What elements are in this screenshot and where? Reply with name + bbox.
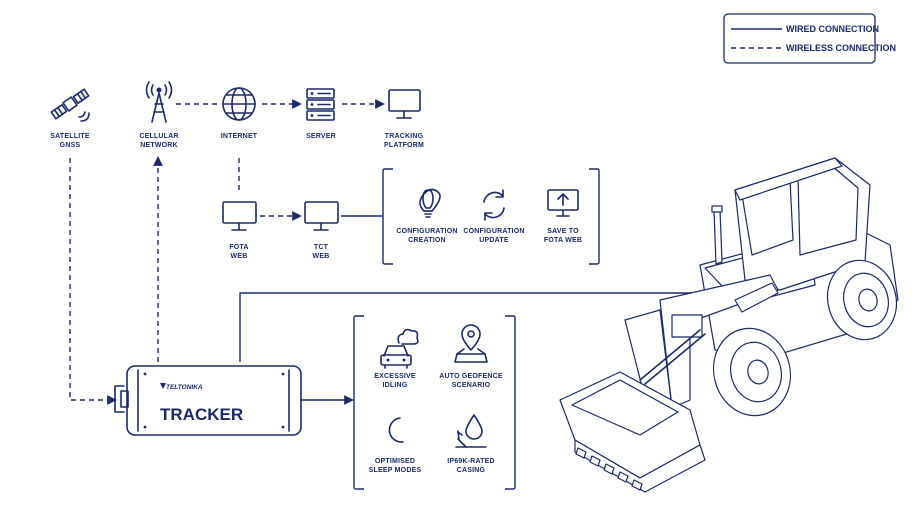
sleep-modes-feature: OPTIMISED SLEEP MODES <box>369 417 422 474</box>
server-icon <box>306 88 335 121</box>
excessive-idling-label-2: IDLING <box>383 382 408 389</box>
refresh-icon <box>483 189 505 221</box>
satellite-icon <box>50 88 90 120</box>
server-node: SERVER <box>306 88 336 140</box>
globe-icon <box>222 87 256 121</box>
upload-icon <box>547 189 579 217</box>
sleep-modes-label-2: SLEEP MODES <box>369 467 422 474</box>
config-update-label-2: UPDATE <box>479 237 509 244</box>
save-fota-feature: SAVE TO FOTA WEB <box>544 189 582 244</box>
satellite-node: SATELLITE GNSS <box>50 88 90 149</box>
internet-label: INTERNET <box>221 133 258 140</box>
map-pin-icon <box>454 324 488 363</box>
config-creation-feature: CONFIGURATION CREATION <box>396 188 457 244</box>
tracking-label-1: TRACKING <box>385 133 424 140</box>
sleep-modes-label-1: OPTIMISED <box>375 458 415 465</box>
wired-legend-label: WIRED CONNECTION <box>786 24 879 34</box>
fota-node: FOTA WEB <box>222 201 257 260</box>
tracker-device: TELTONIKA TRACKER <box>114 365 302 436</box>
fota-label-1: FOTA <box>229 244 248 251</box>
gnss-to-tracker-link <box>69 158 117 405</box>
car-smoke-icon <box>380 328 419 369</box>
config-creation-label-2: CREATION <box>408 237 446 244</box>
fota-label-2: WEB <box>231 253 248 260</box>
save-fota-label-1: SAVE TO <box>547 228 579 235</box>
config-feature-group: CONFIGURATION CREATION CONFIGURATION UPD… <box>382 168 600 265</box>
auto-geofence-label-2: SCENARIO <box>452 382 491 389</box>
auto-geofence-label-1: AUTO GEOFENCE <box>439 373 503 380</box>
monitor-icon <box>388 89 421 119</box>
tracker-brand: TELTONIKA <box>166 384 203 391</box>
tct-label-1: TCT <box>314 244 329 251</box>
tct-label-2: WEB <box>313 253 330 260</box>
tracker-feature-group: EXCESSIVE IDLING AUTO GEOFENCE SCENARIO … <box>353 315 516 490</box>
moon-icon <box>388 417 404 443</box>
teltonika-logo-icon <box>160 383 166 389</box>
wheel-loader-illustration <box>559 157 899 493</box>
lightbulb-icon <box>419 188 441 218</box>
cellular-label-2: NETWORK <box>140 142 178 149</box>
tct-node: TCT WEB <box>304 201 339 260</box>
satellite-label-1: SATELLITE <box>50 133 90 140</box>
config-update-feature: CONFIGURATION UPDATE <box>463 189 524 244</box>
cellular-label-1: CELLULAR <box>139 133 178 140</box>
monitor-icon <box>304 201 339 231</box>
excessive-idling-feature: EXCESSIVE IDLING <box>374 328 419 389</box>
tracking-node: TRACKING PLATFORM <box>384 89 424 149</box>
save-fota-label-2: FOTA WEB <box>544 237 582 244</box>
monitor-icon <box>222 201 257 231</box>
wireless-legend-label: WIRELESS CONNECTION <box>786 43 896 53</box>
auto-geofence-feature: AUTO GEOFENCE SCENARIO <box>439 324 503 389</box>
legend: WIRED CONNECTION WIRELESS CONNECTION <box>723 13 896 64</box>
server-label: SERVER <box>306 133 336 140</box>
tracker-name: TRACKER <box>160 405 243 424</box>
tracking-label-2: PLATFORM <box>384 142 424 149</box>
config-update-label-1: CONFIGURATION <box>463 228 524 235</box>
water-drop-icon <box>455 414 487 448</box>
ip69k-label-1: IP69K-RATED <box>447 458 495 465</box>
cell-tower-icon <box>145 81 173 123</box>
ip69k-label-2: CASING <box>457 467 486 474</box>
ip69k-casing-feature: IP69K-RATED CASING <box>447 414 495 474</box>
satellite-label-2: GNSS <box>60 142 81 149</box>
cellular-node: CELLULAR NETWORK <box>139 81 178 149</box>
internet-node: INTERNET <box>221 87 258 140</box>
excessive-idling-label-1: EXCESSIVE <box>374 373 416 380</box>
config-creation-label-1: CONFIGURATION <box>396 228 457 235</box>
